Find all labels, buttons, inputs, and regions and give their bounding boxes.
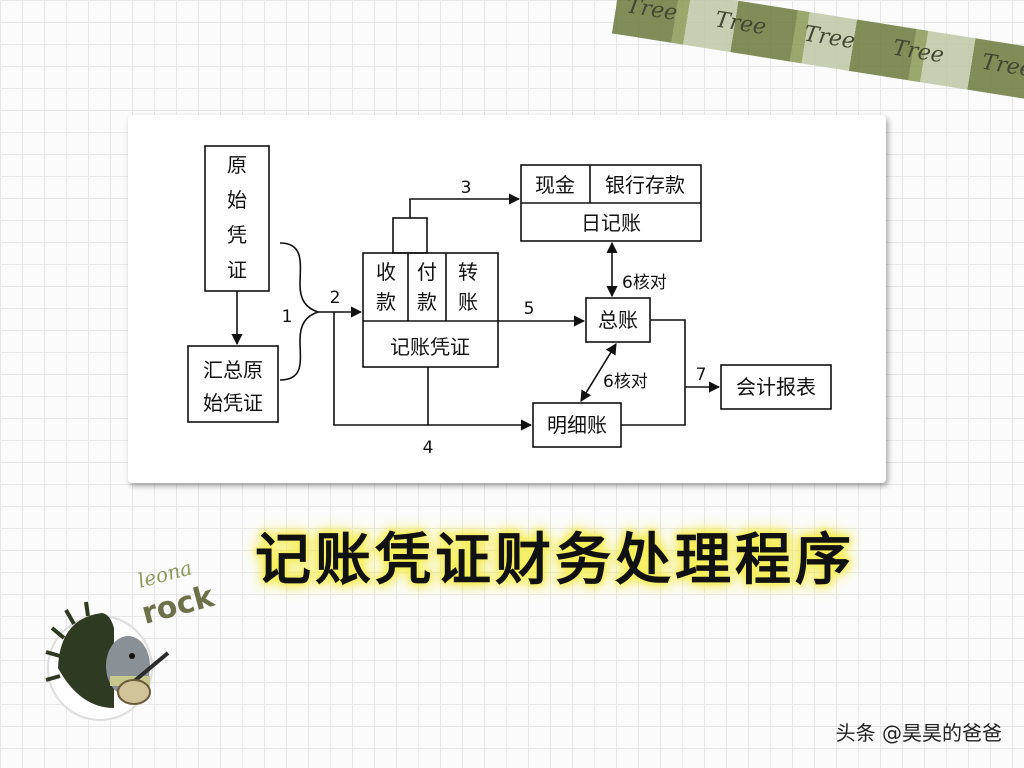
step-label-7: 7 [696,365,707,385]
step-label-4: 4 [423,438,434,458]
voucher-receipt-char: 款 [376,290,396,314]
leona-rock-logo: leona rock [135,558,219,632]
tape-word: Tree [802,21,857,55]
decorative-tape: Tree Tree Tree Tree Tree [611,0,1024,103]
voucher-payment-char: 付 [417,260,437,284]
summary-document-box [187,345,279,423]
step-label-5: 5 [524,299,535,319]
page-title: 记账凭证财务处理程序 [255,528,855,593]
summary-line-1: 汇总原 [203,358,263,382]
voucher-payment-char: 款 [417,290,437,314]
detail-ledger-label: 明细账 [547,413,607,437]
voucher-box [362,252,499,368]
tape-word: Tree [624,0,679,27]
step-label-6-top: 6核对 [622,273,667,293]
step-label-1: 1 [282,307,293,327]
journal-cash-label: 现金 [535,173,575,197]
journal-label: 日记账 [581,211,641,235]
step-label-2: 2 [330,288,341,308]
step-label-6-bottom: 6核对 [603,372,648,392]
tape-word: Tree [891,35,946,69]
report-label: 会计报表 [736,375,816,399]
watermark-text: 头条 @昊昊的爸爸 [835,721,1002,745]
voucher-transfer-char: 账 [458,290,478,314]
voucher-receipt-char: 收 [376,260,396,284]
journal-bank-label: 银行存款 [605,173,685,197]
tape-word: Tree [979,49,1024,83]
diagram-card: 原 始 凭 证 汇总原 始凭证 收 款 付 款 转 账 记账凭证 现金 银行存款… [128,115,886,483]
source-doc-char: 凭 [227,223,247,247]
step-label-3: 3 [461,178,472,198]
source-doc-char: 证 [227,258,247,282]
tape-word: Tree [713,7,768,41]
summary-line-2: 始凭证 [203,391,263,415]
source-doc-char: 始 [227,188,247,212]
source-doc-char: 原 [227,153,247,177]
accounting-flow-diagram: 原 始 凭 证 汇总原 始凭证 收 款 付 款 转 账 记账凭证 现金 银行存款… [187,145,832,458]
hedgehog-logo-icon: leona rock [45,558,219,721]
voucher-transfer-char: 转 [458,260,478,284]
general-ledger-label: 总账 [598,308,638,332]
voucher-label: 记账凭证 [390,335,470,359]
report-box [720,364,832,410]
